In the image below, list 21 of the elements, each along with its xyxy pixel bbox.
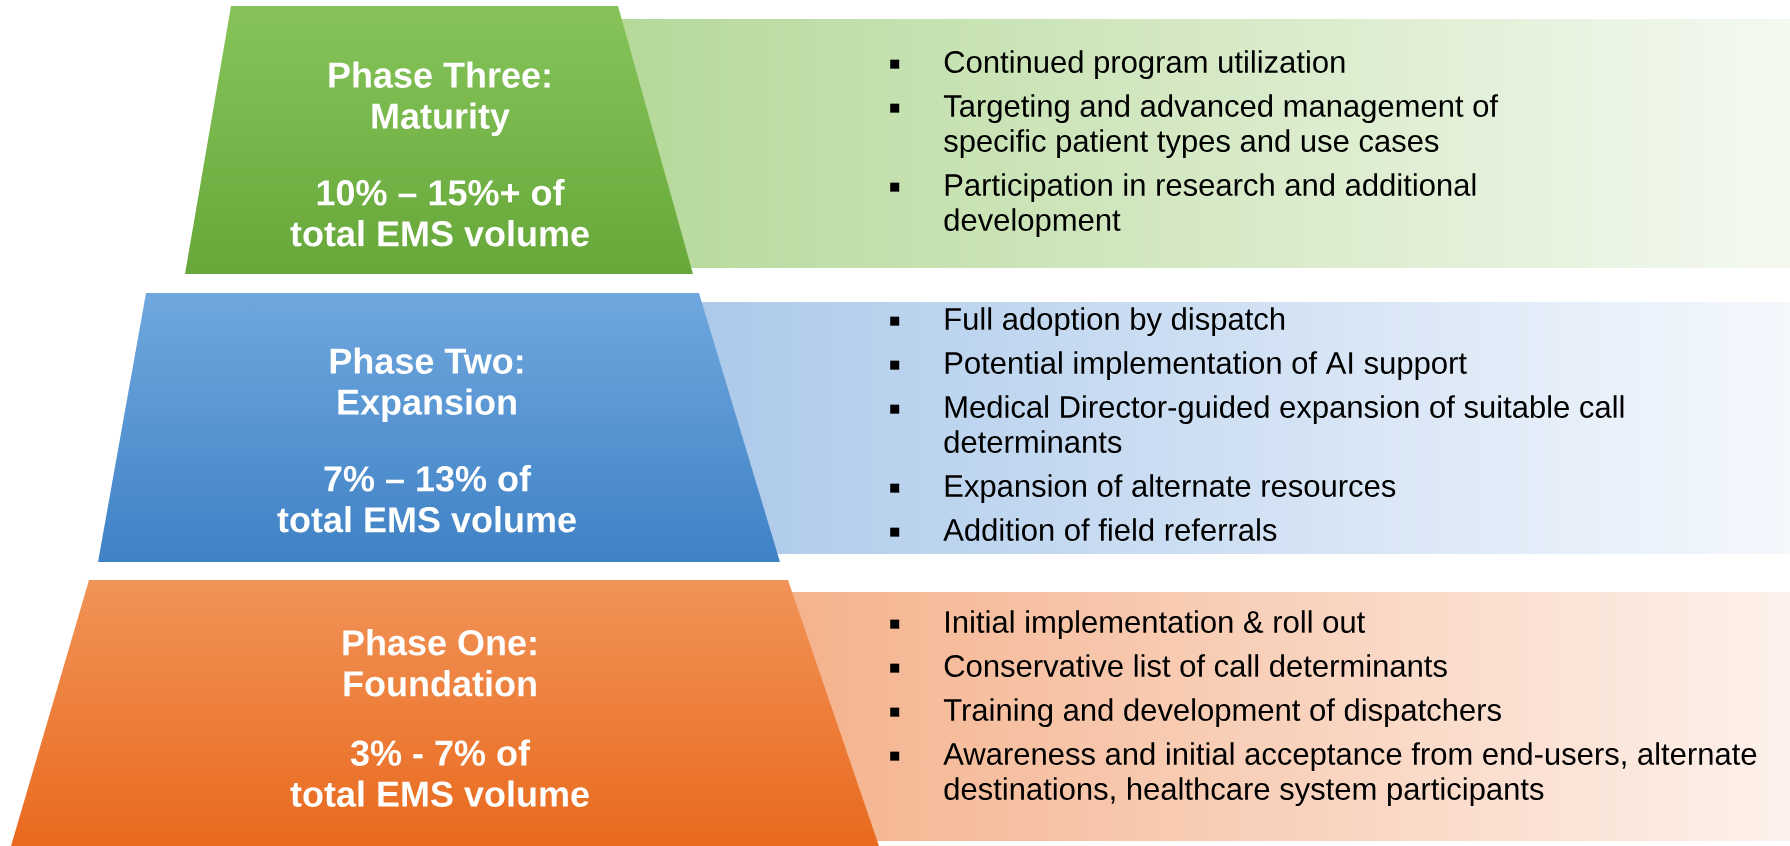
bullet-text: Targeting and advanced management of specific patient types and use cases xyxy=(943,94,1499,159)
bullet-text: Expansion of alternate resources xyxy=(945,474,1396,504)
volume-text: 7% – 13% of total EMS volume xyxy=(277,465,576,533)
band xyxy=(890,50,1499,238)
bullet-text: Potential implementation of AI support xyxy=(945,351,1467,381)
phase-heading: Phase One: Foundation xyxy=(343,629,536,697)
volume-text: 3% - 7% of total EMS volume xyxy=(290,739,589,807)
bullet-text: Conservative list of call determinants xyxy=(944,654,1447,677)
band xyxy=(890,307,1624,541)
bullet-text: Initial implementation & roll out xyxy=(946,610,1366,640)
band xyxy=(890,610,1757,807)
bullet-text: Awareness and initial acceptance from end-users, alternate destinations, healthcare system participants xyxy=(943,742,1757,807)
phase-heading: Phase Two: Expansion xyxy=(330,347,523,423)
bullet-text: Full adoption by dispatch xyxy=(945,307,1285,337)
bullet-text: Participation in research and additional development xyxy=(944,173,1476,238)
bullet-text: Medical Director-guided expansion of suitable call determinants xyxy=(944,395,1624,453)
bullet-text: Training and development of dispatchers xyxy=(943,698,1501,728)
bullet-text: Continued program utilization xyxy=(944,50,1345,80)
volume-text: 10% – 15%+ of total EMS volume xyxy=(290,179,589,247)
phase-heading: Phase Three: Maturity xyxy=(329,61,550,137)
bullet-text: Addition of field referrals xyxy=(943,518,1277,541)
